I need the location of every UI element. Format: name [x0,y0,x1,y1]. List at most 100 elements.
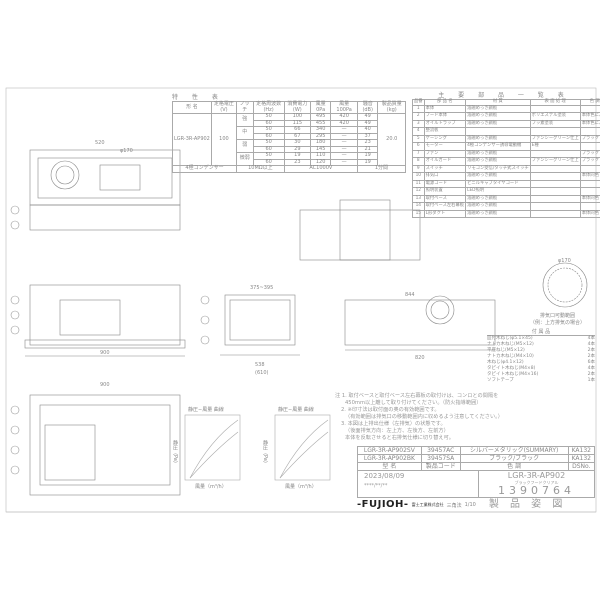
parts-cell: オイルガード [423,157,467,166]
parts-cell [529,194,581,204]
parts-cell: 12 [412,187,425,196]
note-line: 3. 本図は上排出仕様（左排気）の状態です。 [341,421,446,428]
parts-cell: 溶融めっき鋼板 [465,134,531,144]
parts-cell [579,164,600,174]
parts-cell: ブラック [579,149,600,159]
graph-1-xlabel: 風量（m³/h） [195,484,227,490]
parts-cell [579,127,600,136]
note-line: （後面排気方向：左上方、左後方、左前方） [345,428,449,435]
accessory-name: ナトカ木ねじ(M4×10) [487,354,534,359]
note-line: 注 1. 取付ベースと取付ベース左右幕板の取付けは、コンロとの間隔を [335,393,499,399]
parts-cell: ブラック [579,134,600,144]
parts-cell: 溶融めっき鋼板 [465,202,531,211]
variant-model: LGR-3R-AP902BK [357,454,422,463]
parts-cell: スイッチ [423,164,467,174]
parts-header: 表 面 処 理 [529,99,581,106]
spec-header: 定格電圧(V) [210,101,237,114]
accessory-qty: 2本 [587,372,595,377]
variant-header: DSNo. [567,462,596,471]
variant-code: 39457SA [420,454,461,463]
parts-cell: 1 [412,104,425,114]
graph-2-title: 静圧−風量 曲線 [278,407,314,413]
parts-cell: 排気口 [423,172,467,181]
parts-cell: 4 [412,127,425,136]
parts-cell: 2 [412,112,425,121]
parts-cell: 6 [412,142,425,151]
drawing-title: 製 品 姿 図 [488,499,567,510]
spec-weight: 20.0 [377,113,406,166]
spec-footer: 4極コンデンサー [172,165,237,173]
parts-cell [529,172,581,181]
parts-cell [529,209,581,219]
spec-q0: 455 [309,119,332,127]
parts-cell: 溶融めっき鋼板 [465,194,531,204]
revised-date: ****/**/** [364,483,388,489]
dim-538: 538 [255,362,265,368]
accessory-qty: 2本 [587,354,595,359]
parts-cell: 溶融めっき鋼板 [465,112,531,121]
accessory-qty: 6本 [587,360,595,365]
accessory-item: 木ねじ(φ4.1×12)6本 [487,360,595,366]
spec-q0: 495 [309,113,332,121]
accessory-name: ナトカ木ねじ(M5×12) [487,342,534,347]
notes: 注 1. 取付ベースと取付ベース左右幕板の取付けは、コンロとの間隔を 450mm… [335,393,503,442]
pressure-graphs [184,414,331,481]
parts-cell [529,149,581,159]
plan-view-lower [29,204,181,231]
dim-610: (610) [255,370,269,376]
variant-ds: KA132 [567,454,596,463]
spec-footer: AC1000V [283,165,358,173]
variant-ds: KA132 [567,446,596,455]
note-line: 2. ※印寸法は取付面の奥の有効範囲です。 [341,407,440,414]
parts-cell: 本体同色 [579,209,600,219]
dim-820: 820 [415,355,425,361]
spec-q100: 420 [330,113,358,121]
accessory-qty: 4本 [587,366,595,371]
fujioh-logo: -FUJIOH- [357,499,409,510]
parts-header: 品番 [412,99,425,106]
parts-cell: 3 [412,119,425,129]
graph-2-xlabel: 風量（m³/h） [285,484,317,490]
spec-notch: 弱 [235,139,254,153]
exhaust-range-circle [542,262,588,308]
parts-cell: 溶融めっき鋼板 [465,209,531,219]
parts-cell: E種 [529,142,581,151]
dim-844: 844 [405,292,415,298]
parts-cell [529,187,581,196]
variant-model: LGR-3R-AP902SV [357,446,422,455]
accessory-qty: 4本 [587,342,595,347]
dim-900-bottom: 900 [100,382,110,388]
parts-cell: 本体同色 [579,172,600,181]
accessory-item: ナトカ木ねじ(M5×12) 4本 [487,342,595,348]
spec-voltage: 100 [210,113,237,166]
parts-cell: オイルトラップ [423,119,467,129]
parts-cell: 9 [412,164,425,174]
parts-cell: LED照明 [465,187,531,196]
parts-cell: フッ素塗装 [529,119,581,129]
spec-db: 49 [356,119,379,127]
title-info-row: 2023/08/09 ****/**/** LGR-3R-AP902 ブラックフ… [357,471,595,498]
scale: 1/10 [464,502,476,508]
parts-cell: 溶融めっき鋼板 [465,157,531,166]
parts-cell: 溶融めっき鋼板 [465,119,531,129]
spec-hz: 50 [252,113,285,121]
accessory-item: 皿付木ねじ(φ5.1×45)4本 [487,336,595,342]
parts-table-block: 主 要 部 品 一 覧 表 品番 部 品 名 材 質 表 面 処 理 色 調 1… [412,90,600,219]
parts-cell [579,202,600,211]
dim-520: 520 [95,140,105,146]
parts-cell [529,202,581,211]
parts-cell: 7 [412,149,425,159]
parts-cell: 溶融めっき鋼板 [465,104,531,114]
accessory-item: 平座ねじ(M5×12)2本 [487,348,595,354]
title-model-sub: ブラックフードクリアル [514,480,559,485]
plan-view [29,149,181,206]
